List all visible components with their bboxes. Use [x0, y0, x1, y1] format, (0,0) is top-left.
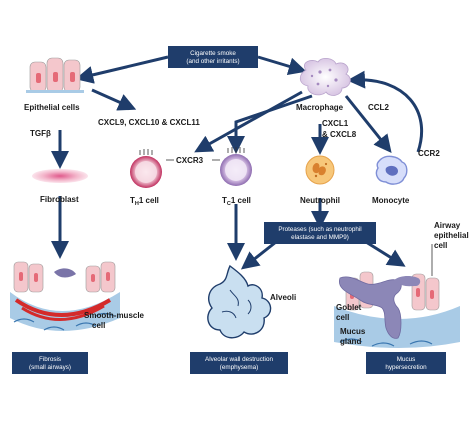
fibrosis-box-line2: (small airways) — [29, 364, 71, 371]
smoke-box-line2: (and other irritants) — [186, 58, 239, 65]
th1-cell — [130, 149, 162, 188]
epithelial-cells-illustration — [26, 57, 84, 93]
mucus-box-line1: Mucus — [397, 356, 416, 363]
arrow-proteases-to-alveoli — [240, 240, 277, 270]
smooth-muscle-label-line2: cell — [92, 321, 105, 330]
alveoli-illustration — [207, 264, 272, 339]
smooth-muscle-label-line1: Smooth-muscle — [84, 311, 145, 320]
arrow-epithelial-to-cxcl — [91, 88, 137, 111]
proteases-box-line1: Proteases (such as neutrophil — [278, 226, 361, 233]
arrow-ccr2-to-macrophage — [347, 70, 424, 153]
fibroblast-label: Fibroblast — [40, 195, 79, 204]
goblet-cell-label-line1: Goblet — [336, 303, 362, 312]
proteases-box-line2: elastase and MMP9) — [291, 234, 349, 241]
cxcl1-label: CXCL1 — [322, 119, 349, 128]
alveolar-box-line2: (emphysema) — [220, 364, 259, 371]
mucus-tissue-illustration — [334, 271, 460, 348]
cxcl-9-10-11-label: CXCL9, CXCL10 & CXCL11 — [98, 118, 200, 127]
arrow-smoke-to-epithelial — [75, 55, 169, 84]
neutrophil-cell — [305, 155, 335, 185]
monocyte-cell — [375, 155, 408, 185]
tgfb-label: TGFβ — [30, 129, 51, 138]
mucus-gland-label-line2: gland — [340, 337, 361, 346]
cxcr3-label: CXCR3 — [176, 156, 204, 165]
macrophage-cell — [299, 58, 351, 96]
airway-epithelial-label-line3: cell — [434, 241, 447, 250]
ccl2-label: CCL2 — [368, 103, 389, 112]
arrow-macrophage-to-monocyte — [344, 95, 392, 154]
mucus-gland-label-line1: Mucus — [340, 327, 366, 336]
arrow-macrophage-to-tc1 — [227, 94, 313, 154]
arrow-proteases-to-mucus — [365, 240, 406, 267]
arrows — [51, 55, 424, 270]
macrophage-label: Macrophage — [296, 103, 344, 112]
smoke-box: Cigarette smoke (and other irritants) — [168, 46, 258, 68]
epithelial-cells-label: Epithelial cells — [24, 103, 80, 112]
goblet-cell-label-line2: cell — [336, 313, 349, 322]
mucus-box: Mucus hypersecretion — [366, 352, 446, 374]
fibrosis-box: Fibrosis (small airways) — [12, 352, 88, 374]
cxcl8-label: & CXCL8 — [322, 130, 357, 139]
airway-epithelial-label-line2: epithelial — [434, 231, 469, 240]
ccr2-label: CCR2 — [418, 149, 440, 158]
alveolar-box: Alveolar wall destruction (emphysema) — [190, 352, 288, 374]
fibrosis-box-line1: Fibrosis — [39, 356, 61, 363]
arrow-macrophage-to-th1 — [194, 90, 303, 153]
alveoli-label: Alveoli — [270, 293, 296, 302]
fibrosis-tissue-illustration — [10, 261, 120, 331]
proteases-box: Proteases (such as neutrophil elastase a… — [264, 222, 376, 244]
monocyte-label: Monocyte — [372, 196, 410, 205]
mucus-box-line2: hypersecretion — [385, 364, 427, 371]
tc1-cell — [220, 147, 252, 186]
neutrophil-label: Neutrophil — [300, 196, 340, 205]
th1-cell-label: TH1 cell — [130, 196, 159, 207]
smoke-box-line1: Cigarette smoke — [190, 50, 236, 57]
arrow-smoke-to-macrophage — [257, 55, 307, 76]
airway-epithelial-label-line1: Airway — [434, 221, 461, 230]
alveolar-box-line1: Alveolar wall destruction — [205, 356, 273, 363]
tc1-cell-label: TC1 cell — [222, 196, 251, 207]
fibroblast-cell — [32, 169, 88, 183]
